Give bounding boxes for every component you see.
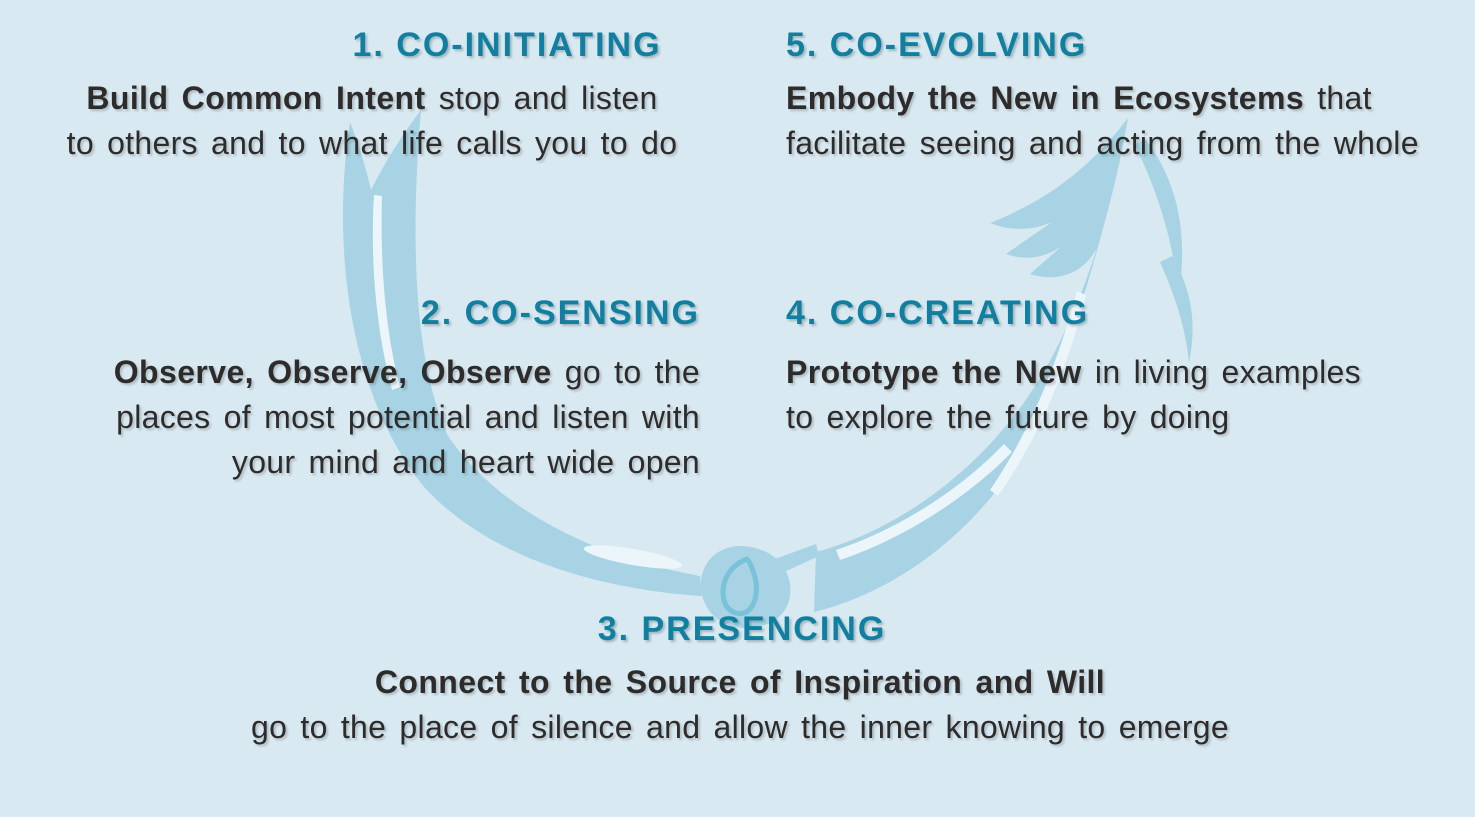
stage-1-description: Build Common Intent stop and listen to o… (67, 76, 678, 166)
text-line: go to the place of silence and allow the… (251, 709, 1229, 745)
text-line: your mind and heart wide open (231, 444, 700, 480)
stage-4-heading: 4. CO-CREATING (786, 294, 1090, 332)
text-line: facilitate seeing and acting from the wh… (786, 125, 1419, 161)
stage-5-description: Embody the New in Ecosystems that facili… (786, 76, 1419, 166)
text-line: Connect to the Source of Inspiration and… (374, 664, 1106, 700)
text-line: Build Common Intent stop and listen (86, 80, 658, 116)
left-stroke-highlight (372, 195, 400, 390)
text-line: Embody the New in Ecosystems that (786, 80, 1372, 116)
stage-1-heading: 1. CO-INITIATING (352, 26, 662, 64)
right-stroke-highlight (836, 444, 1012, 560)
right-shaft-highlight (990, 291, 1086, 496)
text-line: to explore the future by doing (786, 399, 1230, 435)
u-arrow-left-stroke (342, 110, 702, 596)
seed-leaf-icon (720, 556, 759, 616)
text-line: Prototype the New in living examples (786, 354, 1361, 390)
stage-3-heading: 3. PRESENCING (597, 610, 887, 648)
arrowhead-icon (990, 118, 1128, 278)
stage-2-description: Observe, Observe, Observe go to the plac… (114, 350, 700, 485)
stage-3-description: Connect to the Source of Inspiration and… (251, 660, 1229, 750)
arrowhead-barb-lower (1160, 256, 1193, 363)
seed-gem (700, 546, 791, 629)
stage-2-heading: 2. CO-SENSING (420, 294, 700, 332)
stage-4-description: Prototype the New in living examples to … (786, 350, 1361, 440)
text-line: Observe, Observe, Observe go to the (113, 354, 700, 390)
stage-5-heading: 5. CO-EVOLVING (786, 26, 1088, 64)
text-line: places of most potential and listen with (116, 399, 700, 435)
left-tail-highlight (583, 545, 683, 569)
u-arrow-right-stroke (814, 118, 1128, 612)
text-line: to others and to what life calls you to … (66, 125, 678, 161)
